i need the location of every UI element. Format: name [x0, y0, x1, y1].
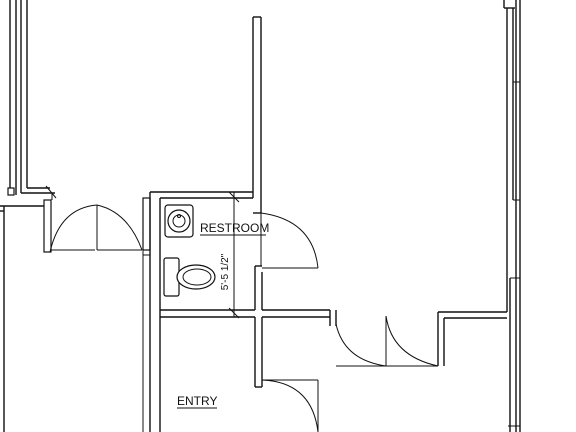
double-door-right	[335, 312, 445, 367]
entry-label: ENTRY	[177, 394, 217, 408]
restroom-label: RESTROOM	[200, 221, 269, 235]
sink-fixture	[164, 204, 194, 238]
lower-right-wall	[438, 311, 507, 319]
restroom-label-group: RESTROOM	[200, 221, 269, 236]
dimension-line: 5'-5 1/2"	[220, 191, 240, 319]
toilet-fixture	[163, 257, 216, 297]
restroom-dimension-label: 5'-5 1/2"	[220, 253, 231, 290]
entry-label-group: ENTRY	[177, 394, 217, 409]
left-exterior-wall	[7, 0, 17, 196]
restroom-walls	[142, 16, 337, 432]
upper-left-wall	[20, 0, 57, 200]
right-exterior-wall	[503, 0, 521, 432]
double-door-left	[49, 204, 143, 253]
restroom-door	[260, 212, 319, 269]
entry-door	[261, 379, 319, 432]
lower-left-wall	[0, 199, 52, 432]
